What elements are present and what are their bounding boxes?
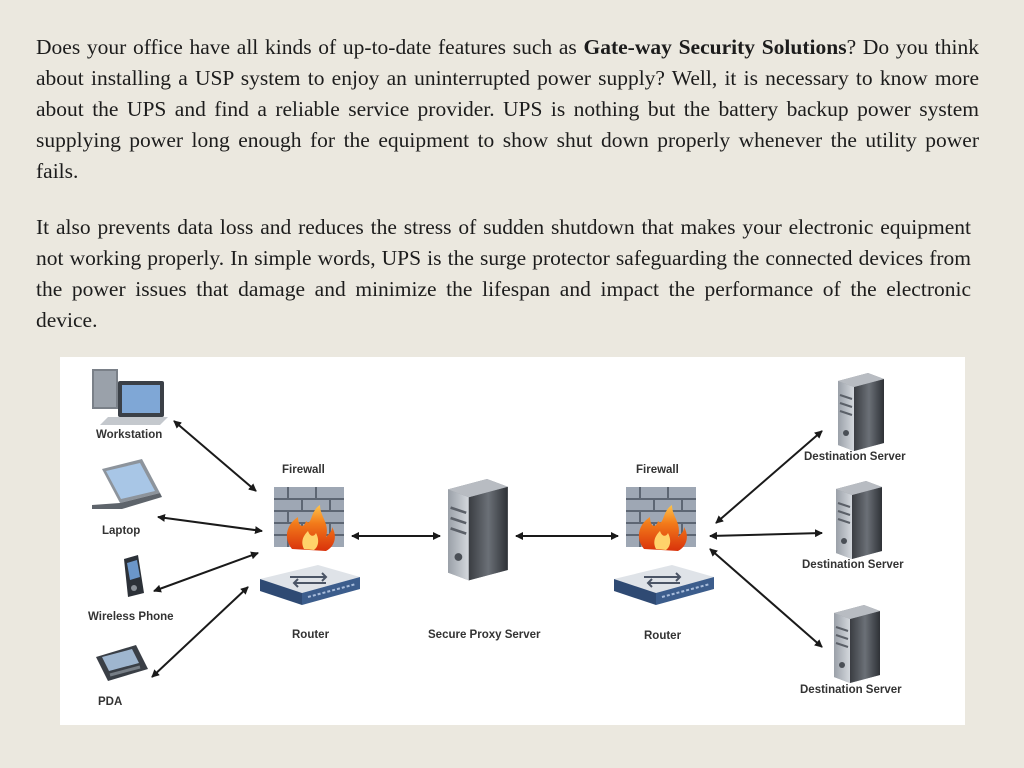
phone-router-arrow (153, 551, 259, 593)
secure-proxy-server-icon (446, 477, 510, 582)
left-router-label: Router (292, 629, 330, 641)
left-firewall-icon (273, 486, 345, 552)
workstation-firewall-arrow (173, 420, 257, 492)
firewall-destination-2-arrow (709, 529, 823, 540)
network-diagram: Workstation Laptop Wireless Phone PDA Fi… (60, 357, 965, 725)
intro-text-after: ? Do you think about installing a USP sy… (36, 35, 979, 183)
right-router-icon (613, 564, 715, 606)
laptop-firewall-arrow (157, 513, 263, 535)
right-router-label: Router (644, 630, 682, 642)
firewall-destination-3-arrow (709, 548, 823, 648)
right-firewall-icon (625, 486, 697, 552)
destination-server-2-label: Destination Server (802, 559, 904, 571)
destination-server-2-icon (835, 480, 883, 560)
pda-router-arrow (151, 586, 249, 678)
second-paragraph: It also prevents data loss and reduces t… (36, 215, 971, 332)
workstation-label: Workstation (96, 429, 162, 441)
pda-icon (96, 645, 148, 681)
destination-server-3-icon (833, 604, 881, 684)
wireless-phone-label: Wireless Phone (88, 611, 174, 623)
firewall-destination-1-arrow (715, 430, 823, 524)
intro-text-before: Does your office have all kinds of up-to… (36, 35, 584, 59)
intro-paragraph: Does your office have all kinds of up-to… (36, 32, 979, 187)
left-router-icon (259, 564, 361, 606)
laptop-label: Laptop (102, 525, 140, 537)
wireless-phone-icon (124, 555, 144, 597)
destination-server-3-label: Destination Server (800, 684, 902, 696)
workstation-icon (92, 369, 168, 425)
right-firewall-label: Firewall (636, 464, 679, 476)
pda-label: PDA (98, 696, 122, 708)
destination-server-1-label: Destination Server (804, 451, 906, 463)
gateway-security-solutions-text: Gate-way Security Solutions (583, 35, 847, 59)
secure-proxy-server-label: Secure Proxy Server (428, 629, 541, 641)
destination-server-1-icon (837, 372, 885, 452)
left-firewall-label: Firewall (282, 464, 325, 476)
connection-arrows (151, 420, 823, 678)
laptop-icon (92, 459, 162, 509)
